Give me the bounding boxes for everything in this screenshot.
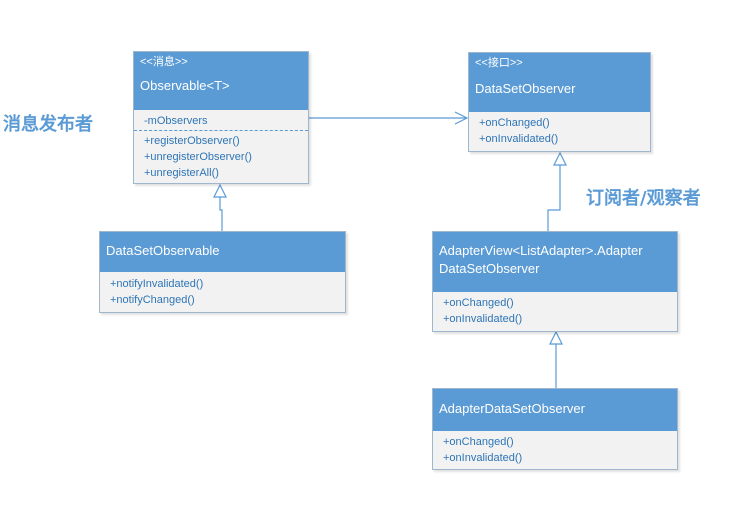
operation-on-changed: +onChanged() — [479, 117, 550, 129]
generalization-line-datasetobserver — [547, 165, 561, 231]
adapterdatasetobserver-class[interactable]: AdapterDataSetObserver +onChanged() +onI… — [432, 388, 678, 470]
operation-register-observer: +registerObserver() — [144, 135, 240, 147]
datasetobserver-operations: +onChanged() +onInvalidated() — [469, 112, 650, 151]
generalization-arrowhead-datasetobserver — [553, 151, 567, 166]
adapterdatasetobserver-operations: +onChanged() +onInvalidated() — [433, 431, 677, 470]
adapterdatasetobserver-header: AdapterDataSetObserver — [433, 389, 677, 431]
datasetobservable-class-name: DataSetObservable — [106, 243, 220, 258]
operation-on-invalidated: +onInvalidated() — [479, 133, 559, 145]
publisher-label: 消息发布者 — [3, 114, 93, 135]
adapterdatasetobserver-class-name: AdapterDataSetObserver — [439, 401, 585, 416]
observable-stereotype: <<消息>> — [140, 56, 188, 68]
operation-unregister-observer: +unregisterObserver() — [144, 151, 252, 163]
adapterview-observer-name-line2: DataSetObserver — [439, 261, 540, 276]
datasetobserver-stereotype: <<接口>> — [475, 57, 523, 69]
attribute-m-observers: -mObservers — [144, 115, 208, 127]
datasetobservable-header: DataSetObservable — [100, 232, 345, 272]
datasetobserver-interface[interactable]: <<接口>> DataSetObserver +onChanged() +onI… — [468, 52, 651, 152]
generalization-line-observable — [219, 197, 223, 231]
adapterview-observer-class[interactable]: AdapterView<ListAdapter>.Adapter DataSet… — [432, 231, 678, 332]
datasetobserver-header: <<接口>> DataSetObserver — [469, 53, 650, 112]
datasetobserver-class-name: DataSetObserver — [475, 81, 576, 96]
operation-notify-changed: +notifyChanged() — [110, 294, 195, 306]
operation-notify-invalidated: +notifyInvalidated() — [110, 278, 204, 290]
observable-class-header: <<消息>> Observable<T> — [134, 52, 308, 110]
adapterview-observer-operations: +onChanged() +onInvalidated() — [433, 292, 677, 331]
operation-on-invalidated: +onInvalidated() — [443, 313, 523, 325]
generalization-arrowhead-adapterview — [549, 330, 563, 345]
operation-on-invalidated: +onInvalidated() — [443, 452, 523, 464]
observable-class[interactable]: <<消息>> Observable<T> -mObservers +regist… — [133, 51, 309, 184]
adapterview-observer-header: AdapterView<ListAdapter>.Adapter DataSet… — [433, 232, 677, 292]
operation-on-changed: +onChanged() — [443, 436, 514, 448]
operation-unregister-all: +unregisterAll() — [144, 167, 219, 179]
observable-attributes: -mObservers — [134, 110, 308, 131]
observable-operations: +registerObserver() +unregisterObserver(… — [134, 131, 308, 183]
datasetobservable-class[interactable]: DataSetObservable +notifyInvalidated() +… — [99, 231, 346, 313]
association-arrowhead — [454, 111, 469, 125]
generalization-arrowhead-observable — [213, 183, 227, 198]
observable-class-name: Observable<T> — [140, 78, 230, 93]
operation-on-changed: +onChanged() — [443, 297, 514, 309]
adapterview-observer-name-line1: AdapterView<ListAdapter>.Adapter — [439, 243, 643, 258]
datasetobservable-operations: +notifyInvalidated() +notifyChanged() — [100, 272, 345, 312]
subscriber-label: 订阅者/观察者 — [586, 188, 701, 209]
